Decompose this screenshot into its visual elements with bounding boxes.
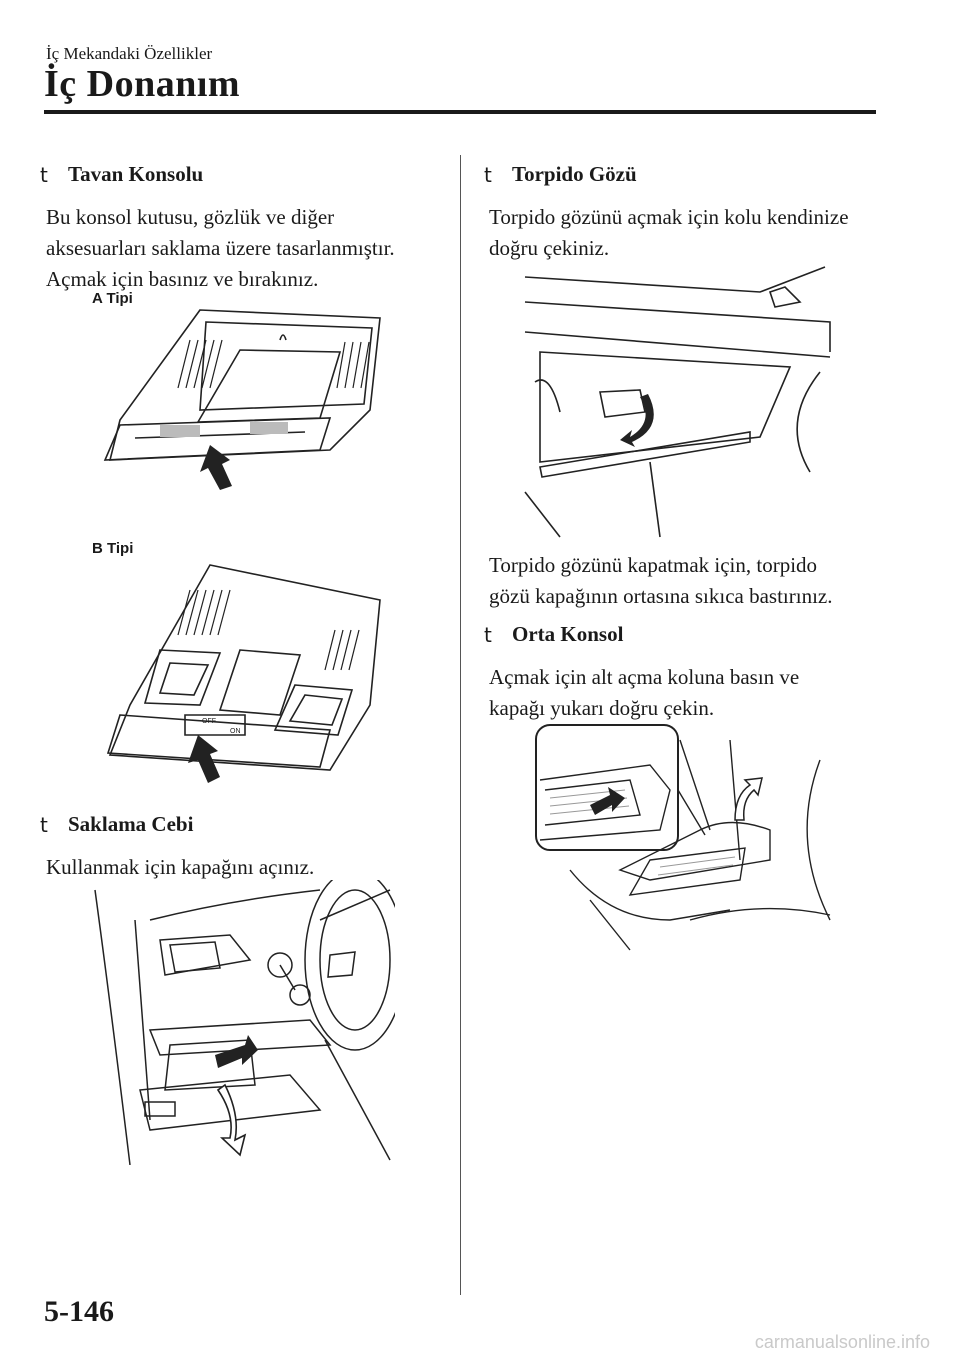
column-divider xyxy=(460,155,461,1295)
section-bullet: t xyxy=(484,162,492,187)
section-bullet: t xyxy=(40,812,48,837)
type-a-label: A Tipi xyxy=(92,290,133,307)
storage-pocket-illustration xyxy=(90,880,395,1165)
center-console-illustration xyxy=(530,720,840,960)
switch-off-text: OFF xyxy=(202,718,216,725)
title-rule xyxy=(44,110,876,114)
overhead-console-type-a-illustration xyxy=(80,300,400,490)
glovebox-illustration xyxy=(520,262,840,542)
section-bullet: t xyxy=(484,622,492,647)
overhead-body: Bu konsol kutusu, gözlük ve diğer aksesu… xyxy=(46,205,395,291)
glovebox-body: Torpido gözünü açmak için kolu kendinize… xyxy=(489,205,849,260)
section-bullet: t xyxy=(40,162,48,187)
breadcrumb: İç Mekandaki Özellikler xyxy=(46,44,213,63)
section-heading-center-console: t Orta Konsol xyxy=(484,622,624,647)
switch-on-text: ON xyxy=(230,728,241,735)
page-number: 5-146 xyxy=(44,1295,114,1328)
center-console-body: Açmak için alt açma koluna basın ve kapa… xyxy=(489,665,800,720)
pocket-body: Kullanmak için kapağını açınız. xyxy=(46,855,315,879)
section-heading-overhead: t Tavan Konsolu xyxy=(40,162,204,187)
type-b-label: B Tipi xyxy=(92,540,134,557)
glovebox-close-text: Torpido gözünü kapatmak için, torpido gö… xyxy=(489,553,833,608)
section-heading-pocket: t Saklama Cebi xyxy=(40,812,194,837)
section-heading-glovebox: t Torpido Gözü xyxy=(484,162,637,187)
overhead-console-type-b-illustration: OFF ON xyxy=(90,555,400,783)
watermark: carmanualsonline.info xyxy=(754,1332,930,1352)
page-title: İç Donanım xyxy=(44,63,241,105)
